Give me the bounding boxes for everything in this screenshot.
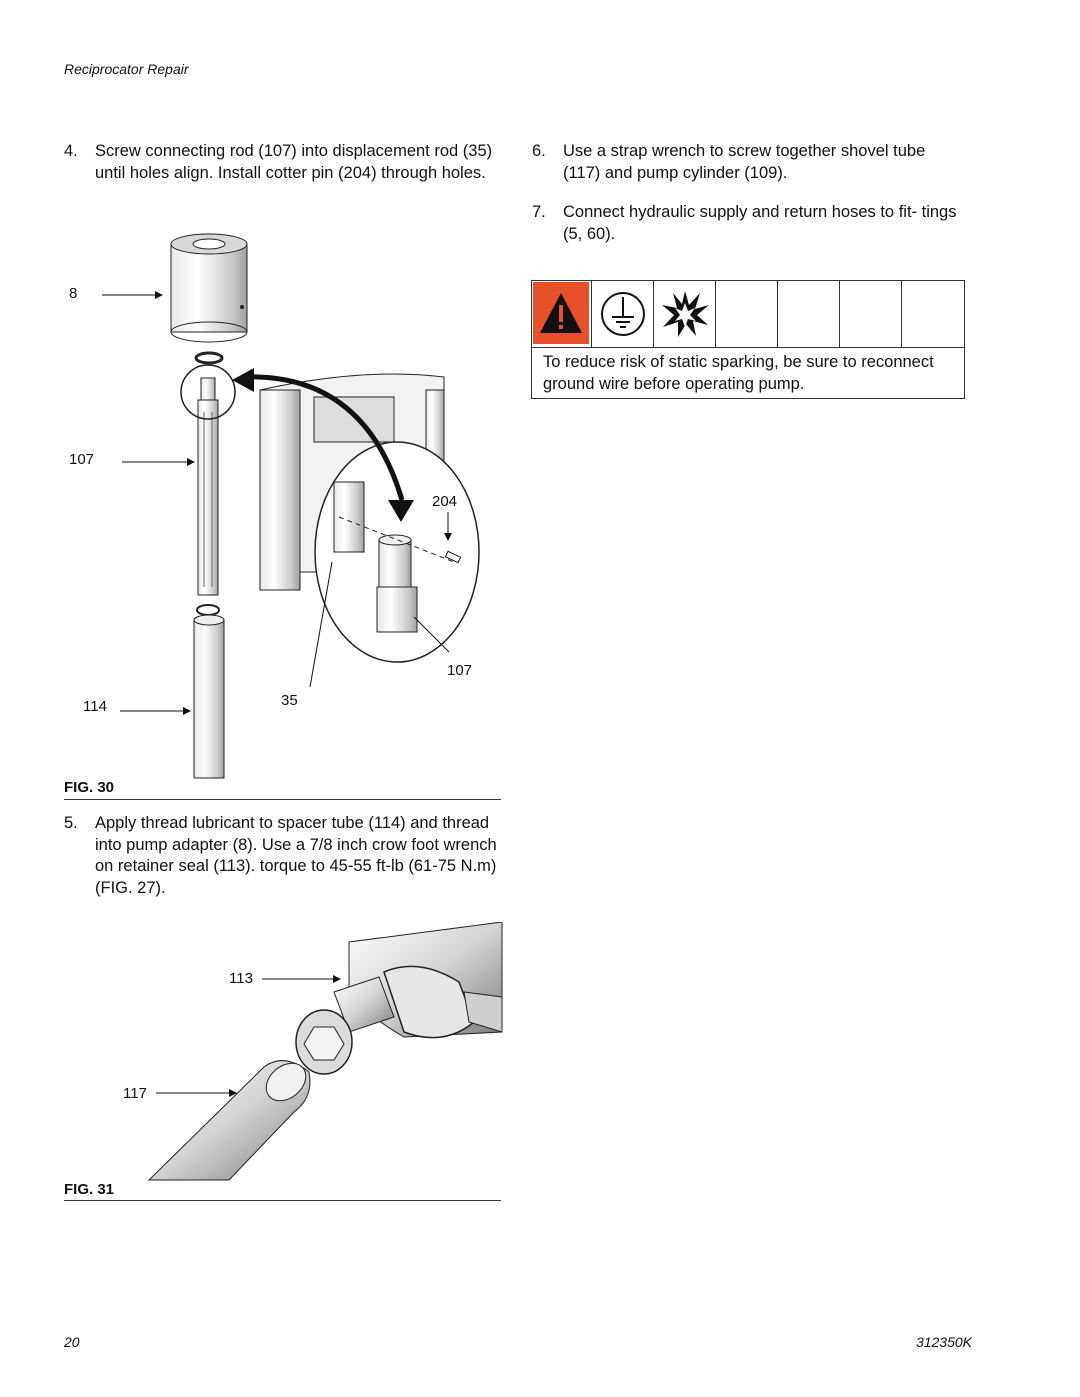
- warning-cell: [902, 281, 964, 347]
- callout-107-detail: 107: [447, 662, 473, 679]
- step-number: 6.: [532, 142, 546, 160]
- callout-204: 204: [432, 493, 458, 510]
- warning-cell: [592, 281, 654, 347]
- fig-30-caption: FIG. 30: [64, 779, 114, 796]
- assembly-arrow: [241, 374, 405, 501]
- explosion-icon: [662, 291, 709, 337]
- warning-cell: [840, 281, 902, 347]
- warning-cell: [654, 281, 716, 347]
- callout-114: 114: [83, 698, 107, 715]
- arrow-head-down: [388, 500, 414, 522]
- warning-box: To reduce risk of static sparking, be su…: [531, 280, 965, 399]
- fig-30-illustration: [102, 233, 480, 779]
- fig-caption-prefix: FIG: [64, 1181, 89, 1198]
- warning-text: To reduce risk of static sparking, be su…: [543, 353, 934, 393]
- retainer-seal-part: [295, 976, 395, 1075]
- fig-caption-number: . 31: [89, 1181, 115, 1198]
- step-text: Connect hydraulic supply and return hose…: [563, 203, 957, 243]
- warning-icon-row: [532, 281, 964, 348]
- callout-35: 35: [281, 692, 298, 709]
- detail-circle-large: [314, 441, 480, 663]
- step-text: Apply thread lubricant to spacer tube (1…: [95, 814, 497, 897]
- fig-31-rule: [64, 1200, 501, 1201]
- detail-circle-small: [180, 364, 236, 420]
- step-number: 4.: [64, 142, 78, 160]
- step-text: Use a strap wrench to screw together sho…: [563, 142, 926, 182]
- fig-30-rule: [64, 799, 501, 800]
- pump-adapter-part: [170, 233, 248, 343]
- ground-icon: [601, 292, 645, 336]
- warning-cell: [532, 281, 592, 347]
- warning-triangle-icon: [533, 282, 589, 344]
- step-number: 7.: [532, 203, 546, 221]
- callout-8: 8: [69, 285, 78, 302]
- wrench-handle-part: [463, 991, 503, 1033]
- document-number: 312350K: [915, 1334, 972, 1350]
- fig-caption-prefix: FIG: [64, 779, 89, 796]
- warning-cell: [778, 281, 840, 347]
- section-header: Reciprocator Repair: [64, 61, 189, 77]
- spacer-tube-part: [193, 604, 225, 779]
- step-number: 5.: [64, 814, 78, 832]
- callout-113: 113: [229, 970, 253, 987]
- callout-107: 107: [69, 451, 95, 468]
- page-number: 20: [64, 1334, 80, 1350]
- warning-cell: [716, 281, 778, 347]
- step-text: Screw connecting rod (107) into displace…: [95, 142, 493, 182]
- fig-caption-number: . 30: [89, 779, 115, 796]
- callout-117: 117: [123, 1085, 147, 1102]
- o-ring-part: [194, 351, 224, 365]
- connecting-rod-part: [197, 377, 219, 596]
- fig-31-caption: FIG. 31: [64, 1181, 114, 1198]
- fig-31-illustration: [147, 922, 503, 1181]
- arrow-head-left: [232, 368, 254, 392]
